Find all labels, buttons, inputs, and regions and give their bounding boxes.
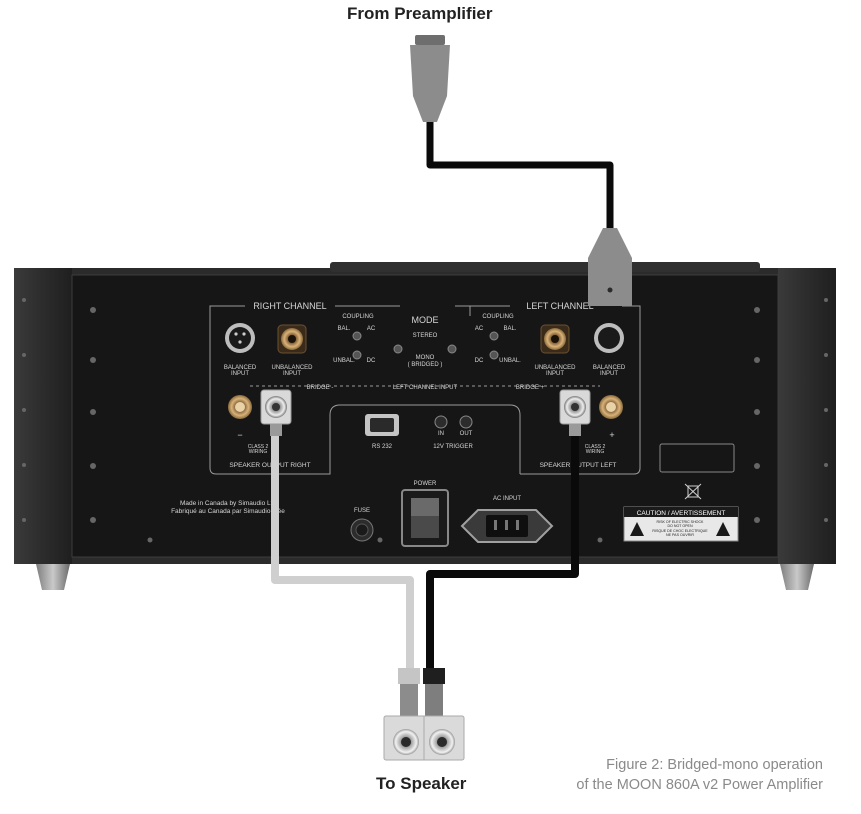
- from-preamplifier-label: From Preamplifier: [347, 4, 493, 23]
- binding-post-left-positive: [599, 395, 623, 419]
- coupling-left-switch-top: [489, 331, 499, 341]
- unbalanced-input-left-label-1: UNBALANCED: [534, 365, 576, 371]
- trigger-in-jack: [434, 415, 448, 429]
- trigger-in-label: IN: [438, 431, 444, 437]
- ac-left-label: AC: [475, 326, 484, 332]
- unbalanced-input-right-label-1: UNBALANCED: [271, 365, 313, 371]
- ac-input-socket: [460, 509, 554, 543]
- ac-input-label: AC INPUT: [493, 496, 521, 502]
- ac-right-label: AC: [367, 326, 376, 332]
- made-in-label: Made in Canada by Simaudio Ltd: [180, 500, 277, 507]
- caption-line-1: Figure 2: Bridged-mono operation: [606, 757, 823, 773]
- to-speaker-label: To Speaker: [376, 774, 467, 793]
- trigger-out-jack: [459, 415, 473, 429]
- unbal-right-label: UNBAL.: [333, 358, 355, 364]
- balanced-input-left-label-1: BALANCED: [593, 365, 626, 371]
- preamp-cable: [426, 120, 614, 230]
- balanced-input-right-label-1: BALANCED: [224, 365, 257, 371]
- bal-right-label: BAL.: [337, 326, 350, 332]
- speaker-terminals: [383, 668, 465, 761]
- fuse-holder: [350, 518, 374, 542]
- trigger-out-label: OUT: [460, 431, 473, 437]
- class-wiring-right-1: CLASS 2: [248, 444, 269, 450]
- unbal-left-label: UNBAL.: [499, 358, 521, 364]
- unbalanced-input-right-label-2: INPUT: [283, 371, 301, 377]
- warning-fr-1: RISQUE DE CHOC ELECTRIQUE: [652, 529, 708, 533]
- binding-post-right-negative: [228, 395, 252, 419]
- dc-right-label: DC: [367, 358, 376, 364]
- svg-text:−: −: [237, 430, 242, 440]
- class-wiring-right-2: WIRING: [249, 449, 268, 455]
- class-wiring-left-1: CLASS 2: [585, 444, 606, 450]
- left-channel-input-label: LEFT CHANNEL INPUT: [393, 385, 458, 391]
- class-wiring-left-2: WIRING: [586, 449, 605, 455]
- right-speaker-cable: [271, 430, 414, 672]
- fuse-label: FUSE: [354, 508, 370, 514]
- rca-left-input: [540, 324, 570, 354]
- amp-xlr-plug: [588, 228, 632, 306]
- bridge-minus-label: BRIDGE -: [307, 385, 334, 391]
- power-switch: [401, 489, 449, 547]
- right-heatsink: [778, 268, 836, 564]
- mode-switch-right: [393, 344, 403, 354]
- coupling-right-switch-top: [352, 331, 362, 341]
- warning-triangle-icon: [630, 522, 644, 536]
- coupling-left-label: COUPLING: [482, 314, 514, 320]
- left-foot: [36, 564, 70, 590]
- coupling-right-label: COUPLING: [342, 314, 374, 320]
- coupling-left-switch-bottom: [489, 350, 499, 360]
- caution-text: CAUTION / AVERTISSEMENT: [637, 510, 726, 517]
- balanced-input-right-label-2: INPUT: [231, 371, 249, 377]
- unbalanced-input-left-label-2: INPUT: [546, 371, 564, 377]
- warning-en-2: DO NOT OPEN: [667, 524, 692, 528]
- right-foot: [780, 564, 814, 590]
- shock-triangle-icon: [716, 522, 730, 536]
- fabrique-label: Fabriqué au Canada par Simaudio Ltée: [171, 508, 285, 515]
- mode-label: MODE: [412, 315, 439, 325]
- figure-caption: Figure 2: Bridged-mono operation of the …: [576, 755, 823, 795]
- xlr-right-input: [225, 323, 255, 353]
- trigger-label: 12V TRIGGER: [433, 444, 473, 450]
- caption-line-2: of the MOON 860A v2 Power Amplifier: [576, 777, 823, 793]
- speaker-terminal-left: [559, 389, 591, 436]
- preamp-xlr-plug: [410, 35, 450, 122]
- mono-label: MONO: [416, 355, 435, 361]
- speaker-terminal-right: [260, 389, 292, 436]
- dc-left-label: DC: [475, 358, 484, 364]
- xlr-left-input: [594, 323, 624, 353]
- coupling-right-switch-bottom: [352, 350, 362, 360]
- balanced-input-left-label-2: INPUT: [600, 371, 618, 377]
- rca-right-input: [277, 324, 307, 354]
- rs232-label: RS 232: [372, 444, 393, 450]
- bridge-plus-label: BRIDGE +: [516, 385, 545, 391]
- svg-text:+: +: [609, 430, 614, 440]
- right-channel-label: RIGHT CHANNEL: [253, 301, 326, 311]
- speaker-output-right-label: SPEAKER OUTPUT RIGHT: [229, 462, 310, 469]
- left-heatsink: [14, 268, 72, 564]
- warning-en-1: RISK OF ELECTRIC SHOCK: [657, 520, 705, 524]
- rs232-port: [365, 414, 399, 436]
- left-channel-label: LEFT CHANNEL: [526, 301, 593, 311]
- warning-fr-2: NE PAS OUVRIR: [666, 533, 694, 537]
- weee-icon: [684, 483, 702, 500]
- power-label: POWER: [414, 481, 437, 487]
- bal-left-label: BAL.: [503, 326, 516, 332]
- left-speaker-cable: [426, 430, 579, 672]
- serial-plate: [659, 443, 735, 473]
- mode-switch-left: [447, 344, 457, 354]
- caution-label: CAUTION / AVERTISSEMENT RISK OF ELECTRIC…: [623, 506, 739, 542]
- bridged-label: ( BRIDGED ): [408, 362, 443, 368]
- stereo-label: STEREO: [413, 333, 438, 339]
